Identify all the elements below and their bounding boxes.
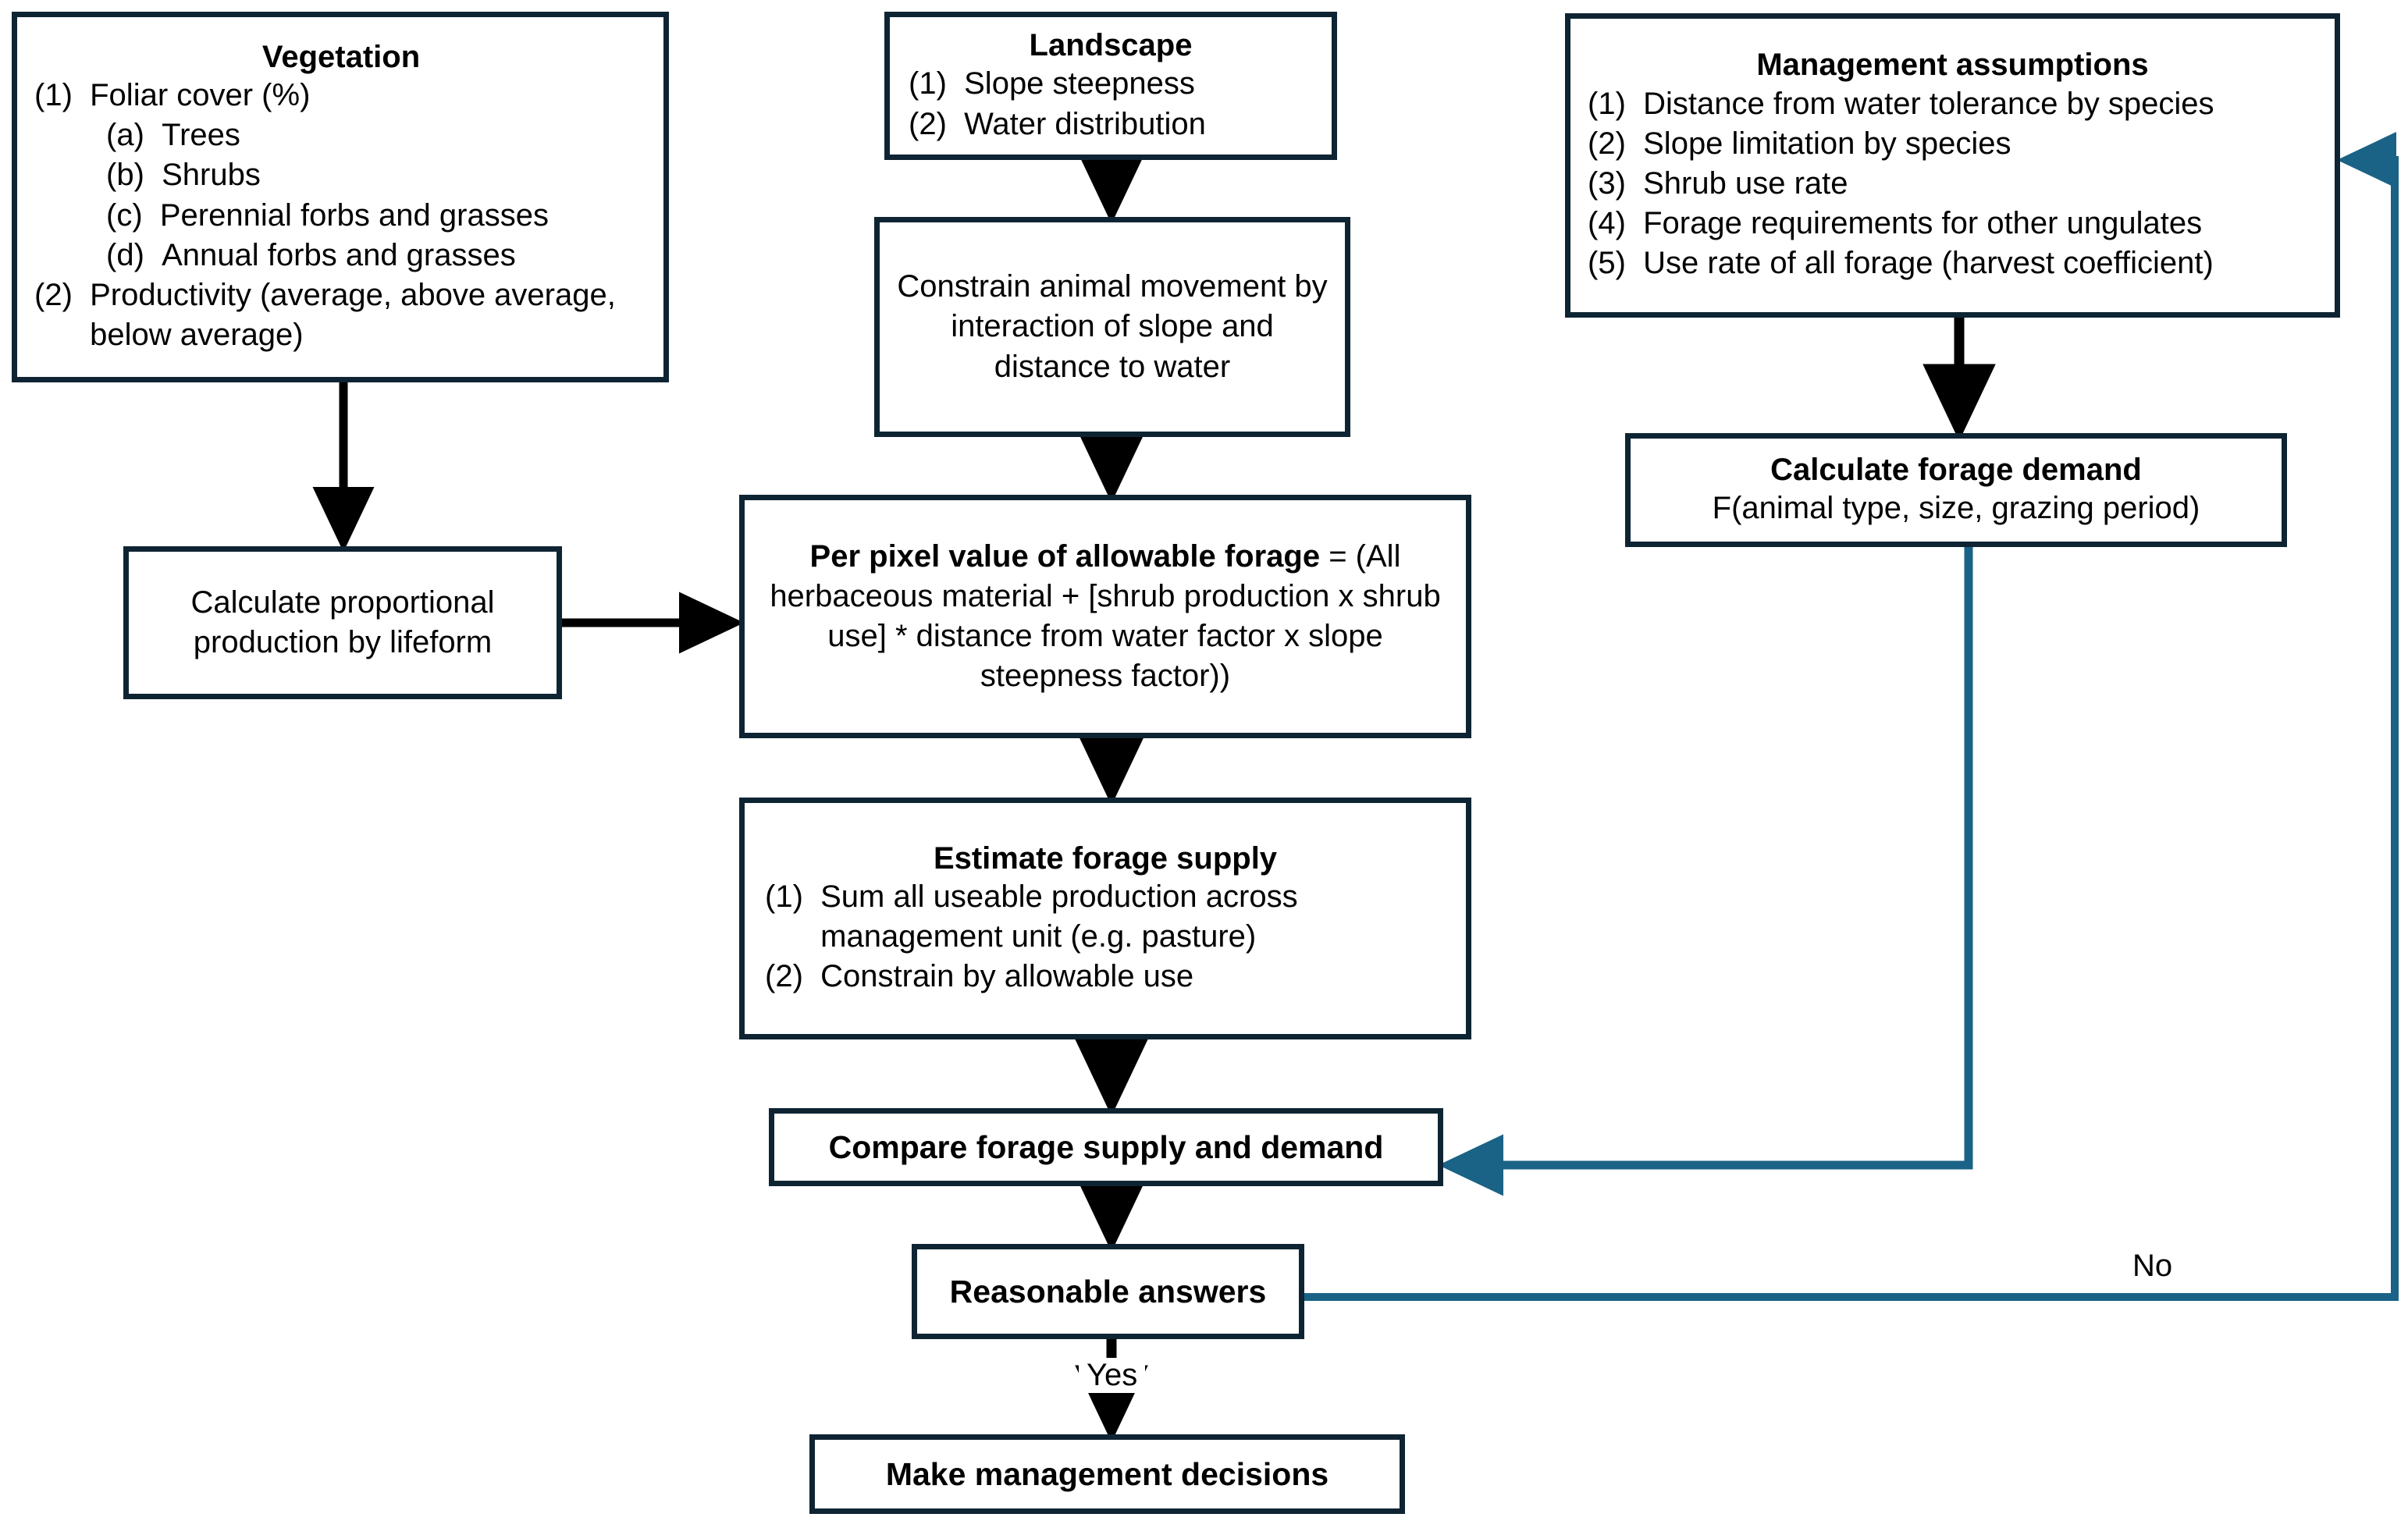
list-marker: (2) bbox=[1588, 126, 1644, 161]
list-text: Slope limitation by species bbox=[1643, 126, 2011, 161]
list-marker: (1) bbox=[34, 77, 91, 112]
node-management-assumptions-list: (1) Distance from water tolerance by spe… bbox=[1588, 84, 2317, 284]
list-text: Constrain by allowable use bbox=[820, 959, 1194, 994]
list-item: (b) Shrubs bbox=[34, 155, 648, 195]
node-landscape[interactable]: Landscape (1) Slope steepness (2) Water … bbox=[884, 12, 1337, 160]
node-estimate-forage-supply-list: (1) Sum all useable production across ma… bbox=[765, 877, 1446, 997]
list-text: Sum all useable production across manage… bbox=[820, 879, 1298, 954]
list-text: Trees bbox=[162, 118, 240, 153]
list-marker: (d) bbox=[106, 237, 162, 272]
list-marker: (a) bbox=[106, 118, 162, 153]
edge-label-yes: Yes bbox=[1079, 1358, 1146, 1393]
list-marker: (1) bbox=[1588, 86, 1644, 121]
list-text: Slope steepness bbox=[964, 66, 1195, 101]
node-per-pixel-allowable-forage[interactable]: Per pixel value of allowable forage = (A… bbox=[739, 495, 1471, 738]
list-item: (2) Constrain by allowable use bbox=[765, 957, 1446, 997]
list-item: (d) Annual forbs and grasses bbox=[34, 236, 648, 275]
list-marker: (2) bbox=[909, 106, 965, 141]
node-calculate-forage-demand-title: Calculate forage demand bbox=[1770, 452, 2142, 487]
list-marker: (1) bbox=[765, 879, 821, 914]
edge-forage-demand-to-compare bbox=[1438, 547, 1973, 1196]
node-calculate-proportional-production-text: Calculate proportional production by lif… bbox=[190, 585, 495, 659]
node-vegetation-title: Vegetation bbox=[261, 39, 421, 74]
node-calculate-proportional-production[interactable]: Calculate proportional production by lif… bbox=[123, 546, 562, 699]
node-estimate-forage-supply[interactable]: Estimate forage supply (1) Sum all useab… bbox=[739, 798, 1471, 1039]
node-make-management-decisions-title: Make management decisions bbox=[885, 1455, 1329, 1492]
node-calculate-forage-demand[interactable]: Calculate forage demand F(animal type, s… bbox=[1625, 433, 2287, 547]
list-item: (3) Shrub use rate bbox=[1588, 164, 2317, 204]
list-marker: (c) bbox=[106, 197, 160, 233]
node-per-pixel-title: Per pixel value of allowable forage bbox=[809, 538, 1321, 574]
list-marker: (1) bbox=[909, 66, 965, 101]
list-marker: (2) bbox=[34, 277, 91, 312]
node-constrain-animal-movement-text: Constrain animal movement by interaction… bbox=[897, 269, 1328, 384]
list-marker: (3) bbox=[1588, 166, 1644, 201]
list-item: (2) Water distribution bbox=[909, 105, 1313, 144]
node-constrain-animal-movement[interactable]: Constrain animal movement by interaction… bbox=[874, 217, 1350, 437]
list-text: Annual forbs and grasses bbox=[162, 237, 516, 272]
list-text: Shrubs bbox=[162, 158, 261, 193]
list-item: (2) Productivity (average, above average… bbox=[34, 275, 648, 355]
node-management-assumptions[interactable]: Management assumptions (1) Distance from… bbox=[1565, 13, 2340, 318]
list-marker: (4) bbox=[1588, 206, 1644, 241]
list-item: (1) Distance from water tolerance by spe… bbox=[1588, 84, 2317, 124]
node-compare-forage-supply-and-demand-title: Compare forage supply and demand bbox=[828, 1128, 1384, 1165]
list-text: Distance from water tolerance by species bbox=[1643, 86, 2214, 121]
node-compare-forage-supply-and-demand[interactable]: Compare forage supply and demand bbox=[769, 1108, 1443, 1186]
list-item: (4) Forage requirements for other ungula… bbox=[1588, 204, 2317, 243]
node-per-pixel-formula: = (All herbaceous material + [shrub prod… bbox=[770, 538, 1441, 694]
list-text: Use rate of all forage (harvest coeffici… bbox=[1643, 246, 2214, 281]
list-item: (1) Foliar cover (%) bbox=[34, 76, 648, 115]
node-reasonable-answers[interactable]: Reasonable answers bbox=[912, 1244, 1304, 1339]
list-item: (5) Use rate of all forage (harvest coef… bbox=[1588, 243, 2317, 283]
list-item: (2) Slope limitation by species bbox=[1588, 124, 2317, 164]
node-vegetation-list: (1) Foliar cover (%) (a) Trees (b) Shrub… bbox=[34, 76, 648, 355]
list-text: Water distribution bbox=[964, 106, 1206, 141]
list-marker: (2) bbox=[765, 959, 821, 994]
list-text: Foliar cover (%) bbox=[90, 77, 311, 112]
node-management-assumptions-title: Management assumptions bbox=[1756, 48, 2149, 83]
node-estimate-forage-supply-title: Estimate forage supply bbox=[933, 840, 1278, 876]
node-reasonable-answers-title: Reasonable answers bbox=[949, 1273, 1267, 1309]
edge-label-no: No bbox=[2125, 1249, 2181, 1284]
list-text: Perennial forbs and grasses bbox=[159, 197, 549, 233]
node-per-pixel-allowable-forage-text: Per pixel value of allowable forage = (A… bbox=[763, 537, 1447, 697]
list-text: Shrub use rate bbox=[1643, 166, 1848, 201]
list-item: (a) Trees bbox=[34, 115, 648, 155]
list-item: (c) Perennial forbs and grasses bbox=[34, 196, 648, 236]
list-marker: (5) bbox=[1588, 246, 1644, 281]
edge-reasonable-no-to-mgmt-assumptions bbox=[1304, 132, 2399, 1301]
list-item: (1) Sum all useable production across ma… bbox=[765, 877, 1446, 957]
node-calculate-forage-demand-subtitle: F(animal type, size, grazing period) bbox=[1712, 491, 2200, 525]
node-landscape-title: Landscape bbox=[1029, 28, 1193, 63]
node-landscape-list: (1) Slope steepness (2) Water distributi… bbox=[909, 64, 1313, 144]
list-item: (1) Slope steepness bbox=[909, 64, 1313, 104]
list-text: Forage requirements for other ungulates bbox=[1643, 206, 2203, 241]
node-make-management-decisions[interactable]: Make management decisions bbox=[809, 1434, 1405, 1514]
node-vegetation[interactable]: Vegetation (1) Foliar cover (%) (a) Tree… bbox=[12, 12, 669, 382]
list-text: Productivity (average, above average, be… bbox=[90, 277, 616, 353]
list-marker: (b) bbox=[106, 158, 162, 193]
